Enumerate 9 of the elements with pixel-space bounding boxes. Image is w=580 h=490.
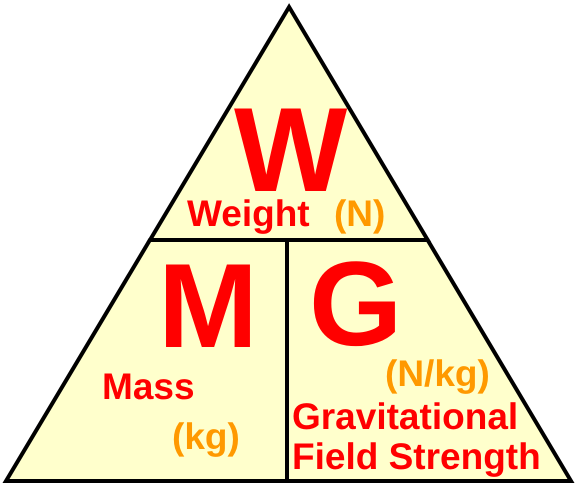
unit-label: (kg) xyxy=(172,419,240,454)
quantity-symbol: G xyxy=(309,260,402,349)
unit-label: (N) xyxy=(334,196,386,232)
quantity-symbol: M xyxy=(158,262,258,351)
quantity-symbol: W xyxy=(234,106,348,195)
unit-label: (N/kg) xyxy=(385,356,490,392)
quantity-name: Weight xyxy=(186,196,310,232)
quantity-name: Gravitational Field Strength xyxy=(292,397,542,477)
quantity-name: Mass xyxy=(102,369,195,404)
